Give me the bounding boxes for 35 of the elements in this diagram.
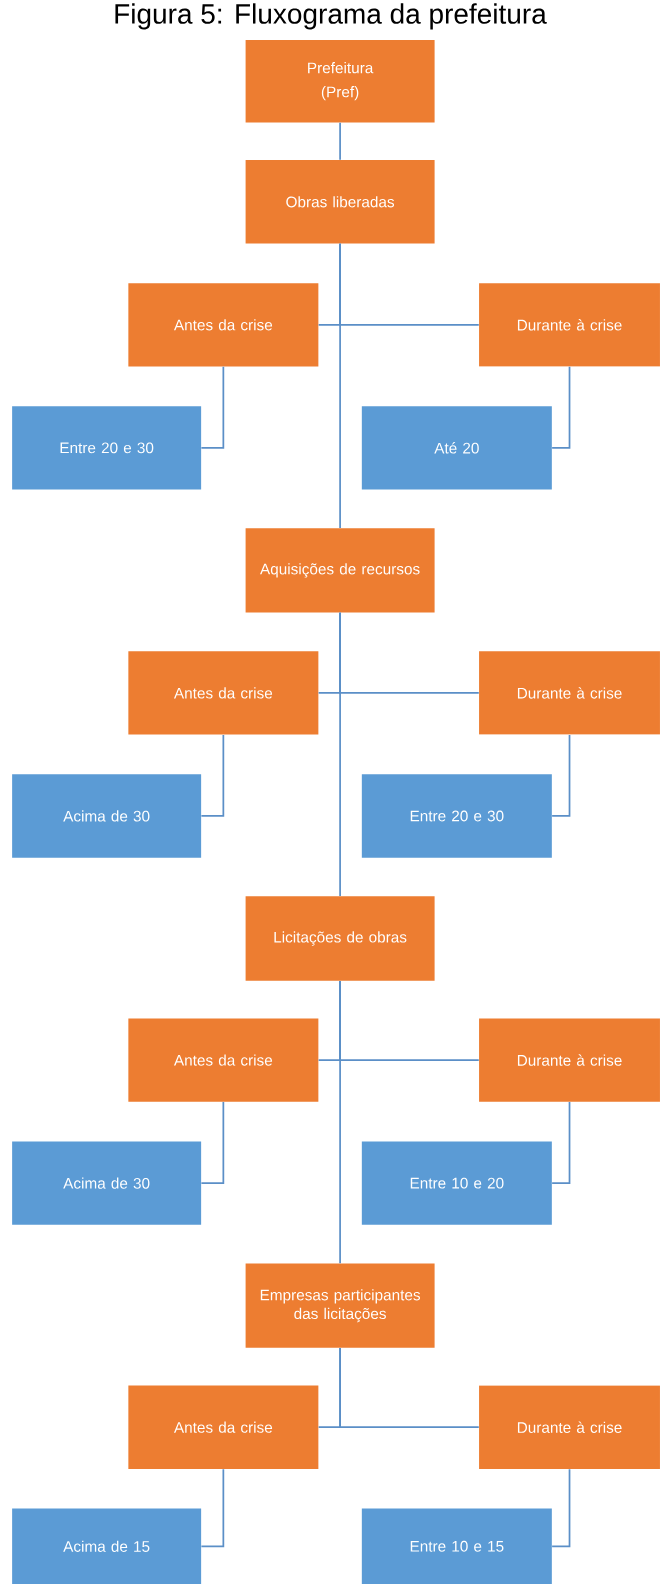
connector-line bbox=[200, 1468, 225, 1548]
value-box: Entre 20 e 30 bbox=[12, 406, 202, 490]
process-box: Durante à crise bbox=[479, 1018, 660, 1102]
process-box: Durante à crise bbox=[479, 1385, 660, 1469]
connector-line bbox=[200, 734, 225, 817]
process-box: Empresas participantes das licitações bbox=[245, 1263, 435, 1348]
process-box: Antes da crise bbox=[128, 1385, 319, 1469]
connector-line bbox=[339, 121, 341, 161]
connector-line bbox=[200, 365, 225, 449]
process-box: Aquisições de recursos bbox=[245, 528, 435, 613]
connector-line bbox=[551, 734, 571, 817]
process-box: Antes da crise bbox=[128, 1018, 319, 1102]
process-box: Licitações de obras bbox=[245, 896, 435, 981]
connector-line bbox=[339, 980, 341, 1265]
value-box: Entre 10 e 15 bbox=[361, 1508, 552, 1584]
connector-line bbox=[551, 1101, 571, 1184]
connector-line bbox=[200, 1101, 225, 1184]
connector-line bbox=[551, 1468, 571, 1548]
connector-line bbox=[339, 242, 341, 529]
process-box: Durante à crise bbox=[479, 283, 660, 367]
value-box: Entre 10 e 20 bbox=[361, 1141, 552, 1225]
process-box: Prefeitura (Pref) bbox=[245, 40, 435, 123]
process-box: Obras liberadas bbox=[245, 160, 435, 244]
connector-line bbox=[339, 611, 341, 897]
connector-line bbox=[551, 365, 571, 449]
value-box: Acima de 30 bbox=[12, 1141, 202, 1225]
process-box: Antes da crise bbox=[128, 651, 319, 735]
value-box: Entre 20 e 30 bbox=[361, 774, 552, 858]
process-box: Antes da crise bbox=[128, 283, 319, 367]
connector-line bbox=[339, 1347, 480, 1429]
value-box: Até 20 bbox=[361, 406, 552, 490]
process-box: Durante à crise bbox=[479, 651, 660, 735]
value-box: Acima de 15 bbox=[12, 1508, 202, 1584]
title: Figura 5: Fluxograma da prefeitura bbox=[115, 3, 547, 30]
value-box: Acima de 30 bbox=[12, 774, 202, 858]
